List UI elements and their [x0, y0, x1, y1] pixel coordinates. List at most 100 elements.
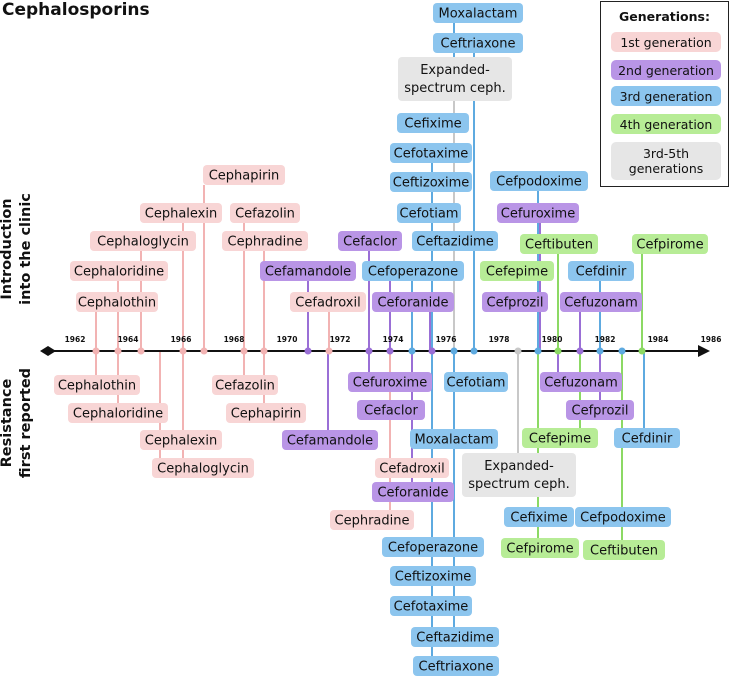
intro-box-ceftibuten: Ceftibuten	[520, 234, 598, 254]
intro-label-ceftibuten: Ceftibuten	[525, 238, 593, 253]
resist-label-cefaclor: Cefaclor	[364, 404, 418, 419]
intro-box-cephradine: Cephradine	[222, 231, 308, 251]
resist-box-bg	[152, 458, 254, 478]
intro-box-bg	[480, 261, 554, 281]
intro-label-expanded-spectrum-ceph-line2: spectrum ceph.	[404, 81, 505, 96]
timeline-node-7	[304, 347, 312, 355]
resist-box-bg	[390, 566, 476, 586]
intro-label-cephradine: Cephradine	[228, 235, 303, 250]
resist-box-cefuzonam: Cefuzonam	[540, 372, 622, 392]
resist-box-cefadroxil: Cefadroxil	[375, 458, 449, 478]
timeline-node-4	[200, 347, 208, 355]
resist-label-ceftizoxime: Ceftizoxime	[395, 570, 471, 585]
resist-box-cefdinir: Cefdinir	[614, 428, 680, 448]
timeline-node-11	[408, 347, 416, 355]
resist-box-bg	[575, 507, 671, 527]
intro-label-cephalothin: Cephalothin	[78, 296, 156, 311]
resist-box-bg	[140, 430, 222, 450]
resist-box-cefuroxime: Cefuroxime	[348, 372, 432, 392]
resist-box-cefpirome: Cefpirome	[501, 538, 579, 558]
timeline-node-21	[638, 347, 646, 355]
resist-label-cephradine: Cephradine	[335, 514, 410, 529]
tick-label-1978: 1978	[489, 335, 510, 344]
legend: Generations: 1st generation 2nd generati…	[600, 1, 729, 187]
intro-box-bg	[338, 231, 402, 251]
resist-box-cefotiam: Cefotiam	[444, 372, 508, 392]
resist-label-cephaloridine: Cephaloridine	[73, 407, 163, 422]
timeline-node-12	[428, 347, 436, 355]
intro-box-bg	[632, 234, 708, 254]
legend-item-1st-generation: 1st generation	[611, 32, 721, 52]
timeline-node-17	[554, 347, 562, 355]
resist-label-cefuroxime: Cefuroxime	[353, 376, 427, 391]
resist-box-bg	[444, 372, 508, 392]
resist-label-expanded-spectrum-ceph-line1: Expanded-	[484, 459, 554, 474]
resist-box-moxalactam: Moxalactam	[410, 429, 498, 449]
resist-label-cephalexin: Cephalexin	[145, 434, 217, 449]
resist-box-cephalothin: Cephalothin	[54, 375, 140, 395]
resist-label-cefpodoxime: Cefpodoxime	[580, 511, 666, 526]
resist-box-bg	[413, 656, 499, 676]
resist-box-bg	[54, 375, 140, 395]
label-boxes: CephalothinCephaloridineCephaloglycinCep…	[54, 3, 708, 676]
intro-box-bg	[560, 292, 642, 312]
timeline-node-18	[576, 347, 584, 355]
intro-box-cefpirome: Cefpirome	[632, 234, 708, 254]
legend-title: Generations:	[619, 9, 710, 24]
intro-box-cephalothin: Cephalothin	[76, 292, 158, 312]
resist-label-ceftriaxone: Ceftriaxone	[419, 660, 494, 675]
resist-box-cefoperazone: Cefoperazone	[382, 537, 484, 557]
resist-box-bg	[614, 428, 680, 448]
resist-label-cefotaxime: Cefotaxime	[394, 600, 469, 615]
tick-label-1976: 1976	[436, 335, 457, 344]
resist-box-cefotaxime: Cefotaxime	[390, 596, 472, 616]
intro-label-cephalexin: Cephalexin	[145, 207, 217, 222]
timeline-node-9	[365, 347, 373, 355]
intro-label-cefepime: Cefepime	[486, 265, 548, 280]
intro-label-ceftazidime: Ceftazidime	[416, 235, 493, 250]
intro-box-bg	[222, 231, 308, 251]
resist-box-bg	[522, 428, 598, 448]
resist-box-cefixime: Cefixime	[504, 507, 574, 527]
intro-box-bg	[397, 113, 469, 133]
intro-box-bg	[390, 143, 472, 163]
resist-label-ceftibuten: Ceftibuten	[590, 544, 658, 559]
legend-item-4th-generation: 4th generation	[611, 114, 721, 134]
intro-box-cefprozil: Cefprozil	[482, 292, 548, 312]
resist-label-cefamandole: Cefamandole	[287, 434, 373, 449]
resist-box-bg	[566, 400, 634, 420]
resist-box-cephalexin: Cephalexin	[140, 430, 222, 450]
intro-box-bg	[433, 3, 523, 23]
tick-label-1964: 1964	[118, 335, 139, 344]
resist-box-cefepime: Cefepime	[522, 428, 598, 448]
timeline-node-0	[92, 347, 100, 355]
resist-box-bg	[540, 372, 622, 392]
resist-box-bg	[68, 403, 168, 423]
resist-box-bg	[462, 453, 576, 497]
tick-label-1968: 1968	[224, 335, 245, 344]
intro-box-cephalexin: Cephalexin	[140, 203, 222, 223]
resist-box-ceftibuten: Ceftibuten	[583, 540, 665, 560]
intro-label-cefdinir: Cefdinir	[576, 265, 627, 280]
intro-box-bg	[203, 165, 285, 185]
resist-label-cefpirome: Cefpirome	[506, 542, 573, 557]
resist-box-bg	[226, 403, 306, 423]
axis-start-diamond	[40, 346, 56, 356]
intro-box-bg	[520, 234, 598, 254]
timeline-node-14	[470, 347, 478, 355]
resist-label-ceforanide: Ceforanide	[377, 486, 448, 501]
resist-box-cephaloridine: Cephaloridine	[68, 403, 168, 423]
resist-box-ceforanide: Ceforanide	[372, 482, 454, 502]
intro-box-cefuroxime: Cefuroxime	[497, 203, 579, 223]
tick-label-1974: 1974	[383, 335, 404, 344]
timeline-node-19	[596, 347, 604, 355]
timeline-node-6	[260, 347, 268, 355]
resist-box-bg	[501, 538, 579, 558]
resist-label-cefoperazone: Cefoperazone	[388, 541, 478, 556]
timeline-node-16	[534, 347, 542, 355]
intro-box-bg	[397, 203, 461, 223]
intro-box-bg	[362, 261, 464, 281]
intro-label-cefotaxime: Cefotaxime	[394, 147, 469, 162]
intro-label-ceftriaxone: Ceftriaxone	[441, 37, 516, 52]
